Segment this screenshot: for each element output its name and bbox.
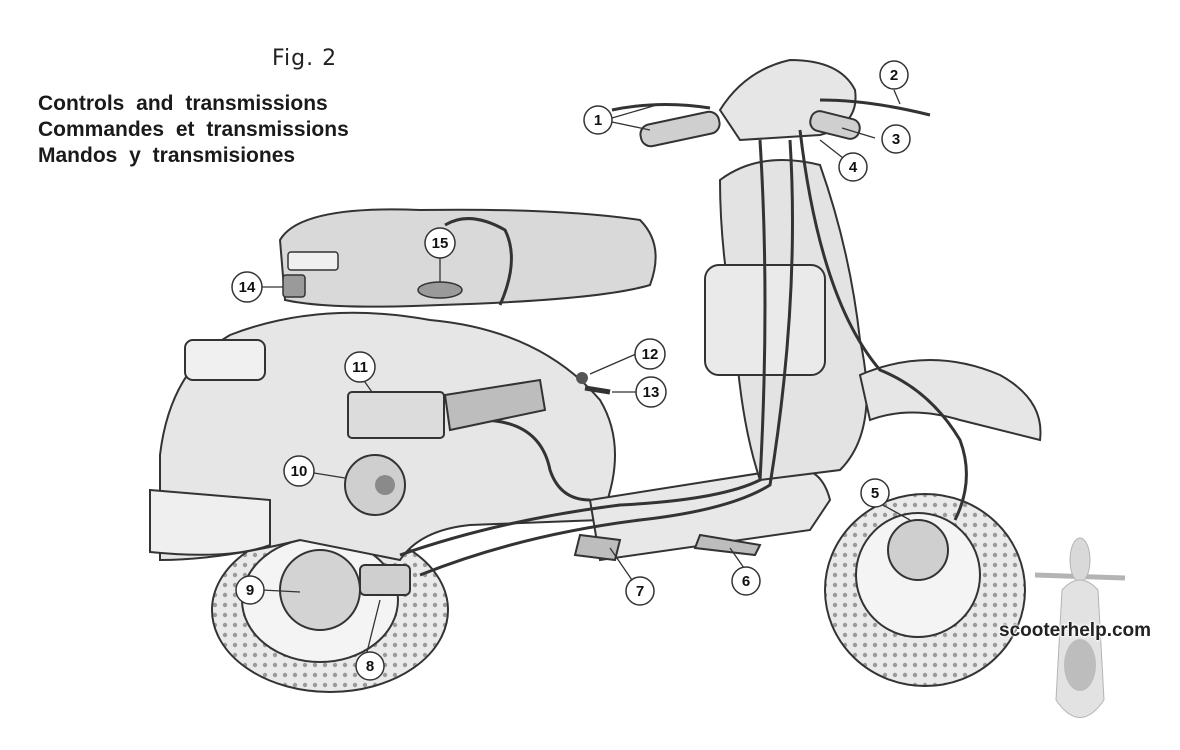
left-grip [639, 110, 721, 148]
callout-7-label: 7 [636, 583, 644, 600]
callout-2: 2 [879, 60, 909, 90]
callouts: 1 2 3 4 5 6 7 8 9 10 11 12 13 14 15 [231, 60, 911, 681]
caption-english: Controls and transmissions [38, 92, 328, 115]
callout-4-label: 4 [849, 159, 858, 176]
callout-5-label: 5 [871, 485, 879, 502]
rear-brake [279, 549, 361, 631]
tail-light [184, 339, 266, 381]
rear-bumper [149, 488, 271, 556]
figure-label: Fig. 2 [272, 46, 338, 71]
brake-pedal [693, 533, 762, 557]
callout-9: 9 [235, 575, 265, 605]
leader-lines [261, 89, 911, 653]
callout-5: 5 [860, 478, 890, 508]
seat [278, 208, 657, 308]
callout-1: 1 [583, 105, 613, 135]
callout-3: 3 [881, 124, 911, 154]
callout-12: 12 [634, 338, 666, 370]
callout-2-label: 2 [890, 67, 898, 84]
callout-6: 6 [731, 566, 761, 596]
callout-6-label: 6 [742, 573, 750, 590]
callout-10-label: 10 [291, 463, 308, 480]
callout-1-label: 1 [594, 112, 602, 129]
callout-4: 4 [838, 152, 868, 182]
callout-13: 13 [635, 376, 667, 408]
caption-spanish: Mandos y transmisiones [38, 144, 296, 167]
callout-8-label: 8 [366, 658, 374, 675]
gear-box [359, 564, 411, 596]
callout-11-label: 11 [352, 359, 368, 376]
control-cables [399, 129, 968, 577]
callout-14-label: 14 [239, 279, 256, 296]
callout-7: 7 [625, 576, 655, 606]
front-wheel [824, 493, 1026, 687]
seat-lock [417, 281, 463, 299]
watermark-text: scooterhelp.com [999, 620, 1152, 641]
ignition-lock [282, 274, 306, 298]
callout-9-label: 9 [246, 582, 254, 599]
callout-12-label: 12 [642, 346, 659, 363]
callout-8: 8 [355, 651, 385, 681]
callout-15: 15 [424, 227, 456, 259]
callout-3-label: 3 [892, 131, 900, 148]
choke-knob [576, 372, 588, 384]
kick-start [573, 533, 622, 562]
callout-13-label: 13 [643, 384, 660, 401]
watermark-scooter-icon [1034, 537, 1126, 718]
bellows [443, 378, 547, 432]
callout-11: 11 [344, 351, 376, 383]
fuel-tank [347, 391, 445, 439]
seat-badge [287, 251, 339, 271]
callout-14: 14 [231, 271, 263, 303]
front-fender [858, 359, 1042, 442]
callout-10: 10 [283, 455, 315, 487]
fuel-tap [584, 385, 611, 395]
right-grip [809, 110, 861, 140]
front-brake [887, 519, 949, 581]
caption-french: Commandes et transmissions [38, 118, 349, 141]
callout-15-label: 15 [432, 235, 449, 252]
